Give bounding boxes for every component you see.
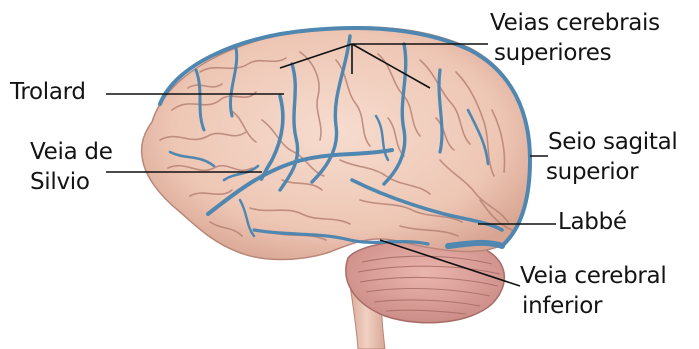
label-silvio-line1: Veia de <box>30 140 113 165</box>
label-veias-superiores-line1: Veias cerebrais <box>490 11 660 36</box>
label-trolard: Trolard <box>10 80 86 105</box>
label-seio-sagital-line2: superior <box>546 160 638 185</box>
label-veia-inferior-line2: inferior <box>522 294 602 319</box>
label-seio-sagital-line1: Seio sagital <box>548 130 678 155</box>
label-veia-inferior-line1: Veia cerebral <box>520 264 666 289</box>
label-silvio-line2: Silvio <box>30 170 90 195</box>
label-labbe: Labbé <box>558 210 627 235</box>
transverse-sinus <box>448 243 502 246</box>
label-veias-superiores-line2: superiores <box>494 41 611 66</box>
